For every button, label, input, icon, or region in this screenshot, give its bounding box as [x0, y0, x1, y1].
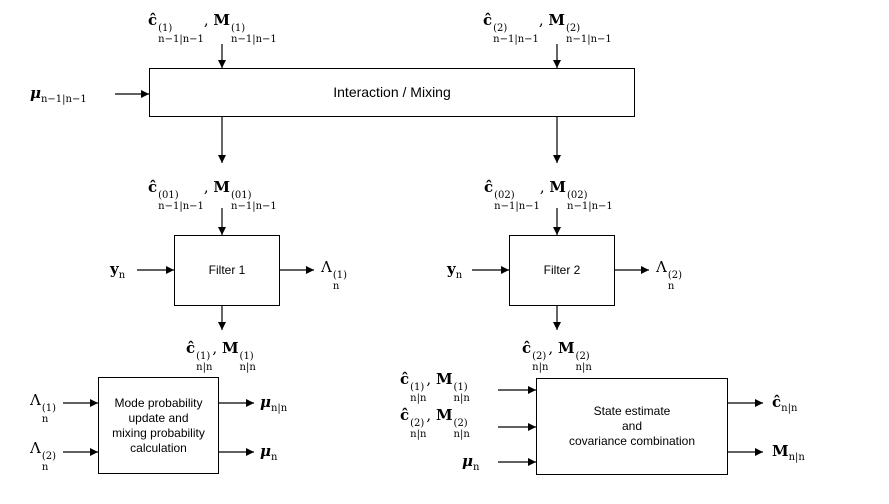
signal-M-out: Mn|n — [772, 442, 805, 463]
signal-comb-in1: ĉ(1)n|n, M(1)n|n — [400, 370, 470, 405]
signal-y2: yn — [447, 260, 463, 281]
signal-mix2: ĉ(02)n−1|n−1, M(02)n−1|n−1 — [484, 178, 613, 213]
signal-in2: ĉ(2)n−1|n−1, M(2)n−1|n−1 — [483, 11, 612, 46]
signal-lambda1-in: Λ(1)n — [30, 391, 57, 426]
signal-out2: ĉ(2)n|n, M(2)n|n — [522, 339, 592, 374]
mode-probability-label: Mode probability update and mixing proba… — [112, 395, 205, 455]
mixing-block: Interaction / Mixing — [149, 68, 635, 117]
state-combination-block: State estimate and covariance combinatio… — [536, 378, 728, 475]
mode-probability-block: Mode probability update and mixing proba… — [98, 377, 219, 474]
signal-y1: yn — [110, 260, 126, 281]
signal-comb-in2: ĉ(2)n|n, M(2)n|n — [400, 406, 470, 441]
signal-mu-nn: μn|n — [260, 393, 288, 414]
filter1-block: Filter 1 — [174, 235, 280, 306]
signal-mu-prev: μn−1|n−1 — [30, 84, 87, 105]
signal-mu-n: μn — [260, 442, 278, 463]
filter2-label: Filter 2 — [543, 263, 581, 277]
filter2-block: Filter 2 — [509, 235, 615, 306]
state-combination-label: State estimate and covariance combinatio… — [568, 404, 696, 448]
signal-in1: ĉ(1)n−1|n−1, M(1)n−1|n−1 — [148, 11, 277, 46]
signal-lambda1: Λ(1)n — [321, 258, 348, 293]
mixing-label: Interaction / Mixing — [333, 84, 451, 100]
signal-mix1: ĉ(01)n−1|n−1, M(01)n−1|n−1 — [148, 178, 277, 213]
signal-out1: ĉ(1)n|n, M(1)n|n — [186, 339, 256, 374]
signal-mu-n-in: μn — [462, 452, 480, 473]
filter1-label: Filter 1 — [208, 263, 246, 277]
signal-lambda2: Λ(2)n — [656, 258, 683, 293]
signal-lambda2-in: Λ(2)n — [30, 439, 57, 474]
signal-c-out: ĉn|n — [772, 393, 798, 414]
